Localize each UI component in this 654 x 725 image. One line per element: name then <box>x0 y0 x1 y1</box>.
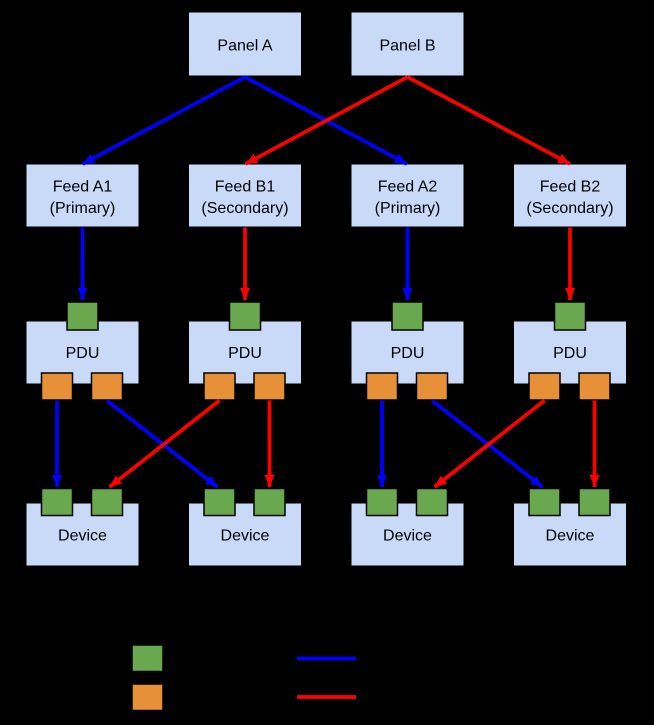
svg-text:PDU: PDU <box>228 345 262 362</box>
svg-text:Feed A2: Feed A2 <box>378 178 438 195</box>
svg-text:Device: Device <box>546 528 595 545</box>
svg-text:PDU: PDU <box>66 345 100 362</box>
svg-text:Panel A: Panel A <box>217 37 272 54</box>
svg-text:PDU: PDU <box>391 345 425 362</box>
svg-text:(Primary): (Primary) <box>50 200 116 217</box>
svg-text:PDU: PDU <box>553 345 587 362</box>
svg-text:(Secondary): (Secondary) <box>201 200 288 217</box>
svg-text:Device: Device <box>221 528 270 545</box>
svg-text:Feed A1: Feed A1 <box>53 178 113 195</box>
svg-text:Device: Device <box>383 528 432 545</box>
svg-text:(Primary): (Primary) <box>375 200 441 217</box>
svg-text:(Secondary): (Secondary) <box>526 200 613 217</box>
svg-text:Feed B2: Feed B2 <box>540 178 601 195</box>
svg-text:Device: Device <box>58 528 107 545</box>
svg-text:Panel B: Panel B <box>379 37 435 54</box>
svg-text:Feed B1: Feed B1 <box>215 178 276 195</box>
